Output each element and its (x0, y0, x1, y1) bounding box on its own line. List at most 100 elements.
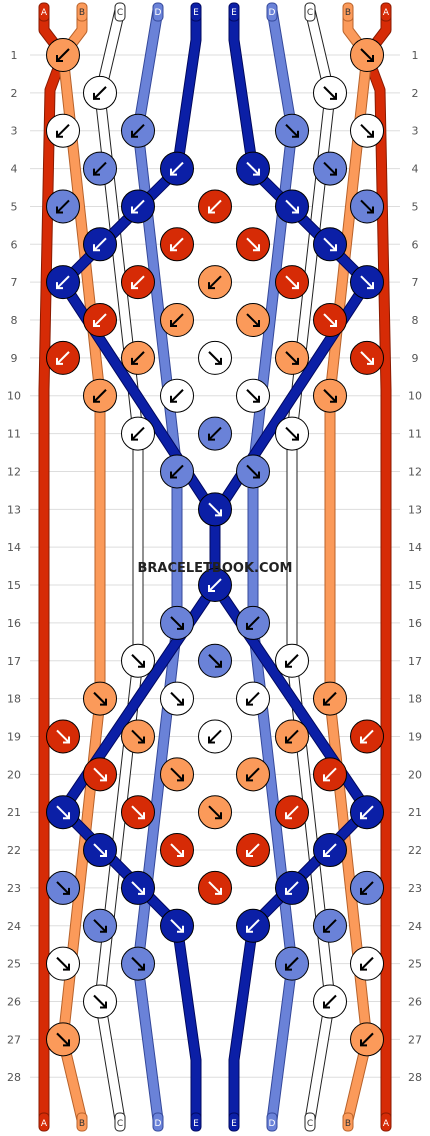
row-number-left-27: 27 (7, 1033, 21, 1046)
arrow-head (367, 55, 374, 62)
top-label-bg-4 (190, 2, 202, 22)
arrow-head (285, 887, 292, 895)
arrow-down-left-icon (246, 767, 260, 782)
arrow-down-right-icon (170, 843, 184, 857)
row-number-left-6: 6 (11, 238, 18, 251)
row-number-left-19: 19 (7, 730, 21, 743)
row-number-right-3: 3 (412, 125, 419, 138)
arrow-head (100, 850, 107, 858)
knot-row-18-4 (313, 681, 347, 716)
arrow-down-right-icon (246, 389, 260, 403)
row-number-right-13: 13 (408, 503, 422, 516)
row-number-right-12: 12 (408, 465, 422, 478)
knot-row-25-3 (275, 946, 309, 981)
knot-row-21-5 (350, 795, 384, 830)
arrow-down-left-icon (246, 616, 260, 630)
knot-row-8-1 (83, 303, 117, 338)
arrow-down-left-icon (323, 843, 337, 857)
top-label-bg-8 (342, 2, 354, 22)
arrow-head (246, 925, 253, 933)
arrow-head (323, 774, 330, 782)
thread-d-left (133, 5, 182, 1125)
arrow-head (63, 963, 70, 971)
arrow-down-left-icon (323, 767, 337, 782)
arrow-down-right-icon (246, 237, 260, 252)
knot-row-1-2 (350, 38, 384, 72)
bottom-string-label-9: A (383, 1119, 390, 1129)
arrow-head (177, 622, 184, 630)
row-number-left-17: 17 (7, 655, 21, 668)
arrow-down-left-icon (131, 199, 145, 214)
thread-a-right (362, 5, 391, 1125)
knot-row-8-4 (313, 303, 347, 338)
arrow-down-right-icon (360, 48, 374, 62)
bottom-label-bg-7 (304, 1112, 316, 1132)
arrow-head (246, 850, 253, 858)
top-string-label-9: A (383, 8, 390, 18)
arrow-head (292, 357, 299, 365)
arrow-down-left-icon (93, 86, 107, 100)
arrow-head (100, 698, 107, 706)
row-number-left-24: 24 (7, 920, 21, 933)
arrow-down-right-icon (360, 351, 374, 365)
row-number-right-16: 16 (408, 617, 422, 630)
bottom-label-bg-3 (152, 1112, 164, 1132)
bottom-label-bg-2 (114, 1112, 126, 1132)
knot-row-20-3 (236, 757, 270, 792)
knot-row-7-1 (46, 265, 80, 300)
knot-row-6-2 (160, 227, 194, 262)
arrow-head (292, 433, 299, 441)
arrow-head (323, 925, 330, 933)
bottom-string-label-0: A (41, 1119, 48, 1129)
row-number-right-17: 17 (408, 655, 422, 668)
knot-row-25-4 (350, 946, 384, 981)
row-number-right-21: 21 (408, 806, 422, 819)
arrow-head (285, 736, 292, 744)
knot-row-9-5 (350, 340, 384, 375)
arrow-down-right-icon (285, 199, 299, 214)
top-string-label-4: E (193, 8, 199, 18)
bottom-label-bg-9 (380, 1112, 392, 1132)
knot-row-20-2 (160, 757, 194, 792)
arrow-head (131, 357, 138, 365)
row-number-left-8: 8 (11, 314, 18, 327)
arrow-head (246, 622, 253, 630)
knot-row-19-4 (275, 719, 309, 754)
knot-row-19-5 (350, 719, 384, 754)
row-number-left-22: 22 (7, 844, 21, 857)
knot-row-19-2 (121, 719, 155, 754)
arrow-head (138, 736, 145, 744)
arrow-head (56, 206, 63, 214)
row-number-right-14: 14 (408, 541, 422, 554)
top-string-label-0: A (41, 8, 48, 18)
row-number-right-18: 18 (408, 693, 422, 706)
top-string-label-6: D (269, 8, 276, 18)
arrow-head (177, 925, 184, 933)
arrow-down-left-icon (93, 161, 107, 176)
arrow-down-left-icon (93, 237, 107, 252)
arrow-head (131, 433, 138, 441)
arrow-down-right-icon (170, 919, 184, 933)
arrow-down-right-icon (93, 691, 107, 706)
knot-row-24-4 (313, 908, 347, 943)
knot-row-24-2 (160, 908, 194, 943)
knot-row-5-5 (350, 189, 384, 224)
row-number-left-11: 11 (7, 428, 21, 441)
arrow-down-right-icon (285, 275, 299, 289)
arrow-down-left-icon (170, 389, 184, 403)
arrow-head (367, 206, 374, 214)
knot-row-5-3 (198, 189, 232, 224)
row-number-left-21: 21 (7, 806, 21, 819)
row-number-right-27: 27 (408, 1033, 422, 1046)
arrow-head (138, 812, 145, 820)
bottom-string-label-3: D (155, 1119, 162, 1129)
arrow-head (323, 1001, 330, 1009)
arrow-down-right-icon (246, 161, 260, 176)
arrow-head (177, 850, 184, 858)
arrow-head (100, 1001, 107, 1009)
arrow-head (170, 168, 177, 176)
arrow-down-left-icon (208, 729, 222, 744)
knot-row-7-4 (275, 265, 309, 300)
row-number-left-9: 9 (11, 352, 18, 365)
